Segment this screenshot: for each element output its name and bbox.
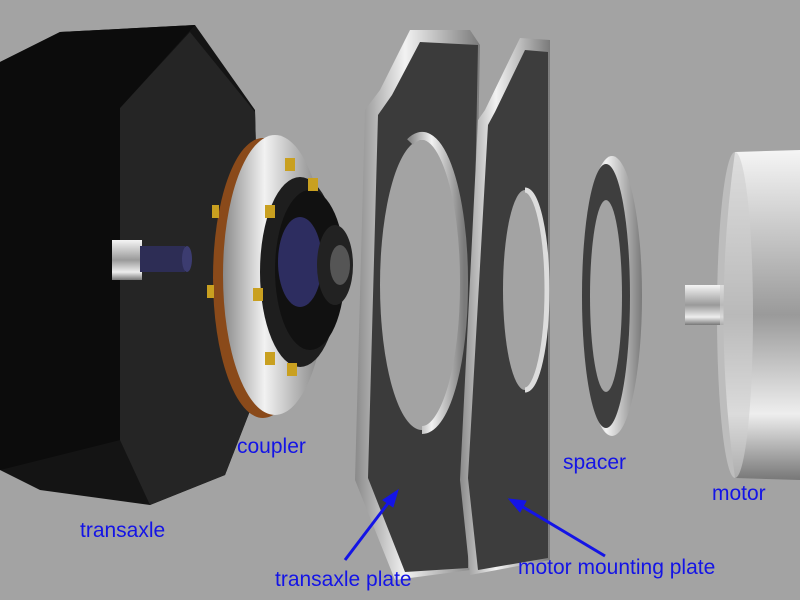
label-motor: motor <box>712 482 766 505</box>
transaxle-shaft <box>112 240 192 280</box>
label-spacer: spacer <box>563 451 627 474</box>
label-transaxle: transaxle <box>80 519 166 542</box>
coupler <box>207 135 353 418</box>
spacer <box>582 156 642 436</box>
transaxle-plate <box>355 30 480 580</box>
coupler-bolts <box>207 158 318 376</box>
motor <box>685 150 800 480</box>
motor-mounting-plate <box>460 38 550 575</box>
transaxle <box>0 25 262 505</box>
arrow-transaxle-plate <box>343 488 399 561</box>
arrow-motor-mounting-plate <box>507 498 606 558</box>
label-transaxle-plate: transaxle plate <box>275 568 412 591</box>
label-coupler: coupler <box>237 435 306 458</box>
label-motor-mounting-plate: motor mounting plate <box>518 556 716 579</box>
